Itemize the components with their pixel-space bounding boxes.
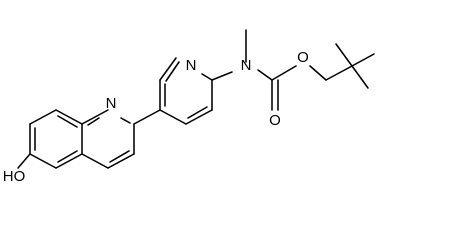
molecule-drawing: N N N O O HO [3, 29, 375, 185]
pyridine-nitrogen-label: N [186, 57, 197, 74]
bond [109, 150, 130, 163]
atom-labels: N N N O O HO [3, 49, 309, 185]
ester-oxygen-label: O [297, 49, 309, 66]
bond [81, 109, 109, 125]
bond [351, 65, 369, 89]
bond [120, 117, 131, 124]
bond [351, 53, 375, 67]
quinoline-nitrogen-label: N [106, 95, 117, 112]
bond [87, 117, 100, 126]
carbonyl-oxygen-label: O [269, 112, 281, 129]
bond [325, 65, 353, 81]
bond [335, 43, 353, 67]
bond [159, 109, 187, 125]
amine-nitrogen-label: N [241, 57, 252, 74]
bond [133, 109, 161, 125]
bond [201, 73, 213, 81]
chemical-structure-diagram: N N N O O HO [2, 29, 375, 185]
bond [107, 153, 135, 169]
bond [29, 109, 57, 125]
bond [257, 69, 273, 81]
bond [17, 153, 31, 169]
bond [185, 109, 213, 125]
bond [271, 65, 297, 81]
hydroxyl-group-label: HO [3, 168, 26, 185]
bond [309, 65, 327, 81]
bond [159, 57, 177, 81]
bond [55, 109, 83, 125]
bond [57, 115, 78, 128]
bond [211, 71, 233, 81]
bond [57, 150, 78, 163]
bond [81, 153, 109, 169]
bond [165, 61, 180, 82]
bond-lines [17, 29, 375, 169]
bond [187, 106, 208, 119]
bond [55, 153, 83, 169]
bond [29, 153, 57, 169]
